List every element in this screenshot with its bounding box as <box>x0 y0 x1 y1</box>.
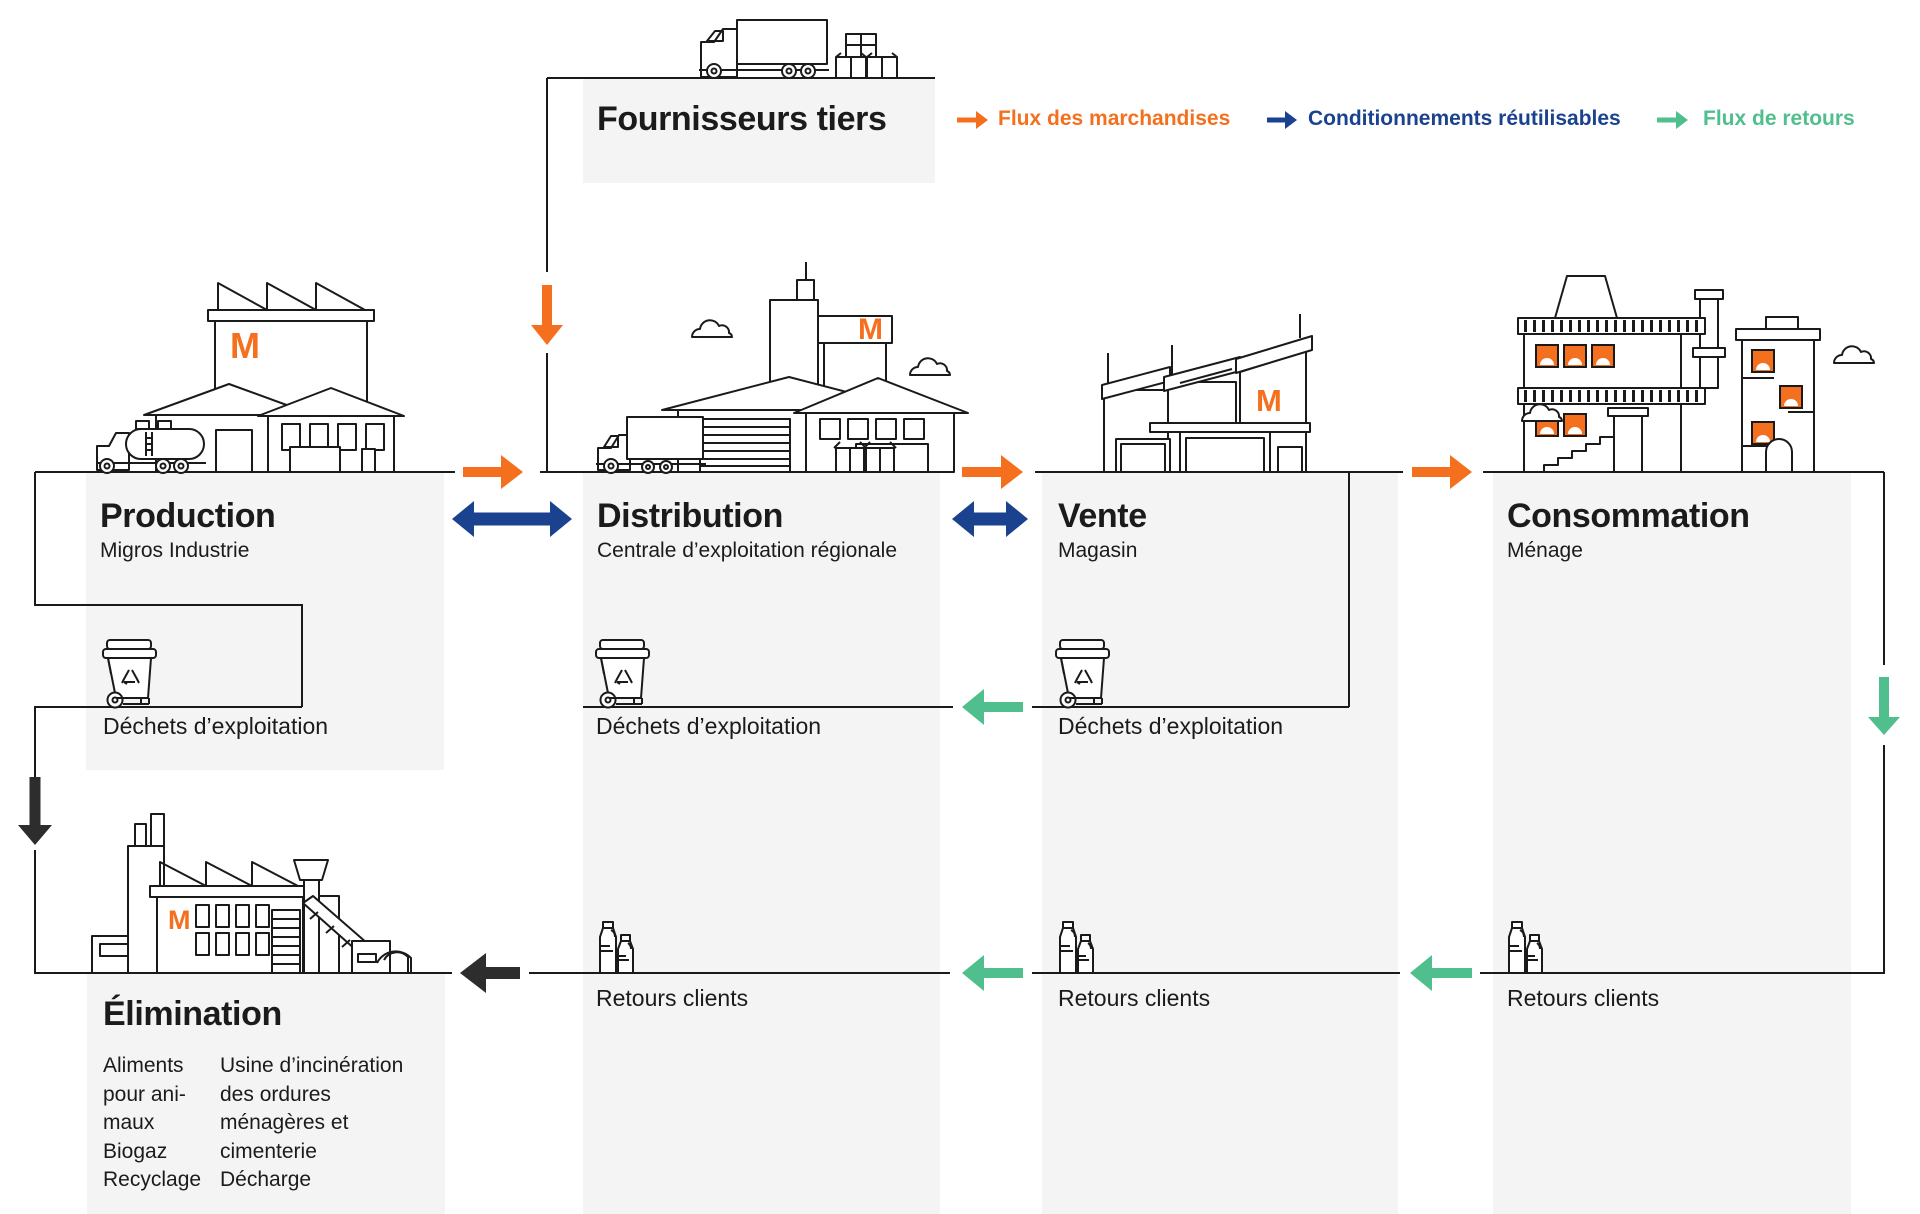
consommation-buildings-icon <box>1517 275 1875 473</box>
waste-arrow-distribution-elimination <box>460 953 520 993</box>
elimination-output-line: pour ani- <box>103 1082 186 1106</box>
migros-m-vente: M <box>1256 383 1282 418</box>
cloud-icon <box>691 319 733 338</box>
flow-line-waste-row <box>583 472 1350 708</box>
legend-returns-arrow-icon <box>1657 111 1688 129</box>
vente-title: Vente <box>1058 497 1147 535</box>
elimination-outputs-col1: Aliments pour ani- maux Biogaz Recyclage <box>103 1052 201 1195</box>
suppliers-packages-icon <box>835 33 898 79</box>
waste-label-vente: Déchets d’exploitation <box>1058 713 1284 739</box>
migros-m-elimination: M <box>168 905 191 935</box>
consommation-title: Consommation <box>1507 497 1750 535</box>
elimination-output-line: Décharge <box>220 1168 312 1191</box>
legend-packaging-arrow-icon <box>1267 111 1297 129</box>
waste-arrow-production-down <box>18 777 52 845</box>
goods-flow-arrow-production-distribution <box>463 455 523 489</box>
elimination-output-line: des ordures <box>220 1082 331 1106</box>
waste-label-production: Déchets d’exploitation <box>103 713 329 739</box>
waste-label-distribution: Déchets d’exploitation <box>596 713 822 739</box>
returns-arrow-consommation-vente <box>1410 955 1472 991</box>
migros-m-production: M <box>230 325 260 366</box>
production-title: Production <box>100 497 276 535</box>
fournisseurs-title: Fournisseurs tiers <box>597 100 887 138</box>
elimination-plant-icon: M <box>91 813 412 974</box>
panel-consommation <box>1493 472 1851 1214</box>
elimination-output-line: Aliments <box>103 1054 184 1077</box>
goods-flow-arrow-vente-consommation <box>1412 455 1472 489</box>
panel-fournisseurs <box>583 79 935 183</box>
elimination-output-line: cimenterie <box>220 1139 317 1163</box>
cloud-icon <box>909 357 951 376</box>
legend-goods-arrow-icon <box>957 111 988 129</box>
returns-label-distribution: Retours clients <box>596 985 749 1011</box>
migros-m-distribution: M <box>858 313 883 346</box>
distribution-title: Distribution <box>597 497 783 535</box>
elimination-title: Élimination <box>103 995 282 1033</box>
bottles-icon-consommation <box>1508 921 1543 974</box>
suppliers-truck-icon <box>699 19 829 79</box>
cloud-icon <box>1833 345 1875 364</box>
legend-goods-label: Flux des marchandises <box>998 107 1231 130</box>
legend-returns-label: Flux de retours <box>1703 107 1855 130</box>
elimination-output-line: maux <box>103 1111 155 1134</box>
flow-line-consommation-returns <box>1480 472 1885 974</box>
vente-subtitle: Magasin <box>1058 539 1138 562</box>
returns-label-consommation: Retours clients <box>1507 985 1660 1011</box>
production-subtitle: Migros Industrie <box>100 539 250 562</box>
elimination-output-line: Recyclage <box>103 1168 202 1191</box>
waste-bin-icon-distribution <box>595 639 650 709</box>
waste-bin-icon-production <box>102 639 157 709</box>
reusable-packaging-arrow-distribution-vente <box>952 501 1028 537</box>
panel-production <box>86 472 444 770</box>
distribution-subtitle: Centrale d’exploitation régionale <box>597 539 898 562</box>
reusable-packaging-arrow-production-distribution <box>452 501 572 537</box>
returns-arrow-vente-distribution <box>962 955 1023 991</box>
bottles-icon-distribution <box>599 921 634 974</box>
elimination-output-line: Biogaz <box>103 1139 168 1163</box>
distribution-warehouse-icon: M <box>596 262 969 474</box>
elimination-outputs-col2: Usine d’incinération des ordures ménagèr… <box>220 1052 403 1195</box>
production-factory-icon: M <box>96 282 405 474</box>
returns-arrow-consommation-down <box>1868 677 1900 735</box>
elimination-output-line: ménagères et <box>220 1111 349 1134</box>
bottles-icon-vente <box>1059 921 1094 974</box>
panel-distribution <box>583 472 940 1214</box>
panel-elimination <box>87 973 445 1214</box>
panel-vente <box>1042 472 1398 1214</box>
vente-store-icon: M <box>1101 314 1313 473</box>
goods-flow-arrow-suppliers-down <box>531 285 563 345</box>
consommation-subtitle: Ménage <box>1507 539 1583 562</box>
returns-label-vente: Retours clients <box>1058 985 1211 1011</box>
legend-packaging-label: Conditionnements réutilisables <box>1308 107 1621 130</box>
waste-return-arrow-vente-distribution <box>962 689 1023 725</box>
elimination-output-line: Usine d’incinération <box>220 1054 404 1077</box>
goods-flow-arrow-distribution-vente <box>962 455 1023 489</box>
waste-bin-icon-vente <box>1055 639 1110 709</box>
